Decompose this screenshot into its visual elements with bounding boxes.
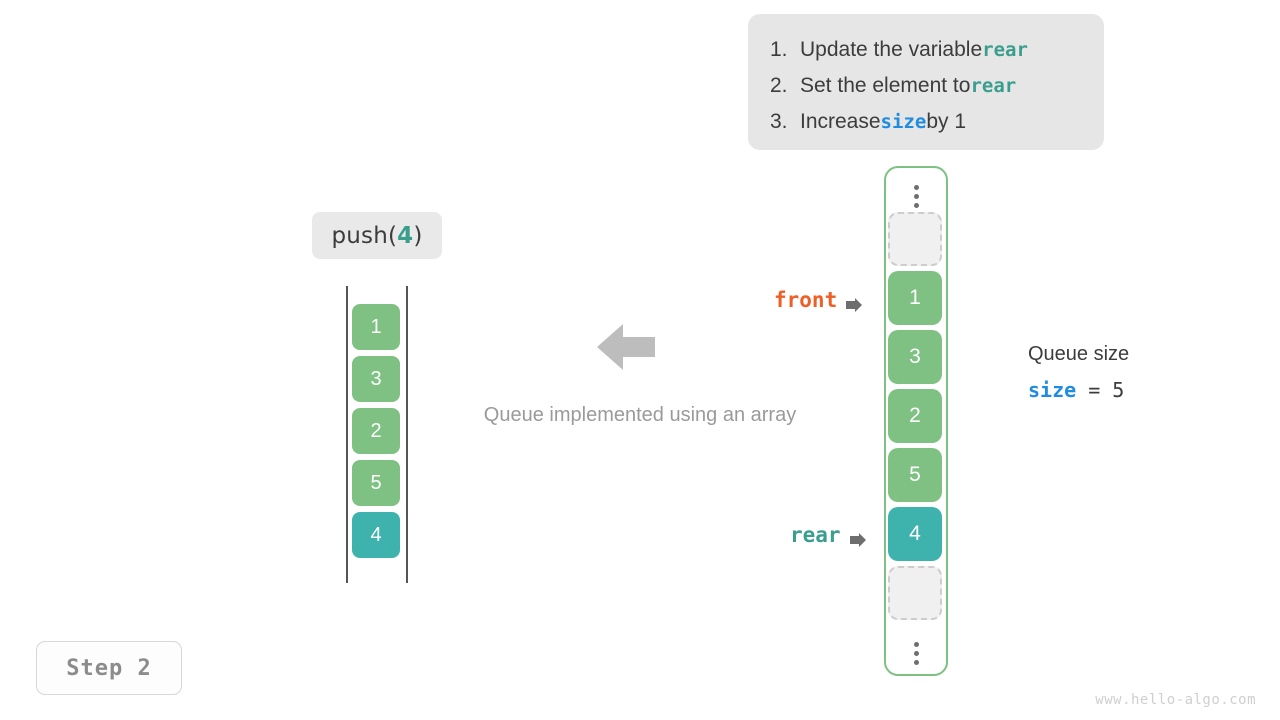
watermark: www.hello-algo.com (1095, 692, 1256, 708)
array-slot: 2 (888, 389, 942, 443)
array-slot: 3 (888, 330, 942, 384)
arrow-right-icon (849, 528, 866, 547)
instruction-text-3: Increase (800, 110, 881, 133)
concrete-array: 1 3 2 5 4 (884, 166, 948, 676)
instruction-suffix-3: by 1 (926, 110, 967, 133)
rear-pointer-label: rear (790, 523, 841, 547)
abstract-cell: 1 (352, 304, 400, 350)
rear-pointer: rear (790, 523, 866, 547)
array-rail-right (406, 286, 408, 583)
operation-argument: 4 (397, 222, 414, 249)
queue-size-expression: size = 5 (1028, 378, 1129, 402)
ellipsis-dot (913, 203, 919, 208)
operation-close-paren: ) (413, 222, 423, 249)
instruction-text-2: Set the element to (800, 74, 971, 97)
abstract-queue-cells: 1 3 2 5 4 (352, 304, 400, 564)
abstract-cell: 3 (352, 356, 400, 402)
diagram-caption: Queue implemented using an array (483, 404, 797, 426)
instruction-number-1: 1. (770, 38, 788, 61)
vertical-ellipsis-icon (886, 642, 946, 665)
array-slot-empty (888, 212, 942, 266)
ellipsis-dot (913, 185, 919, 190)
operation-name: push( (331, 222, 398, 249)
front-pointer-label: front (774, 288, 838, 312)
array-slot-highlighted: 4 (888, 507, 942, 561)
instruction-code-1: rear (982, 39, 1028, 61)
queue-size-title: Queue size (1028, 343, 1130, 365)
step-badge: Step 2 (36, 641, 182, 695)
instruction-item-3: 3. Increase size by 1 (770, 104, 1082, 140)
size-value: 5 (1112, 378, 1125, 402)
front-pointer: front (774, 288, 863, 312)
instruction-code-2: rear (970, 75, 1017, 97)
ellipsis-dot (913, 660, 919, 665)
instruction-number-2: 2. (770, 74, 788, 97)
instruction-number-3: 3. (770, 110, 788, 133)
arrow-right-icon (846, 293, 863, 312)
instruction-text-1: Update the variable (800, 38, 983, 61)
ellipsis-dot (913, 651, 919, 656)
instruction-item-1: 1. Update the variable rear (770, 32, 1082, 68)
abstract-cell: 5 (352, 460, 400, 506)
arrow-left-icon (597, 322, 655, 372)
vertical-ellipsis-icon (886, 185, 946, 208)
operation-label: push(4) (312, 212, 442, 259)
ellipsis-dot (913, 194, 919, 199)
abstract-cell: 2 (352, 408, 400, 454)
queue-size-panel: Queue size size = 5 (1028, 343, 1129, 402)
array-slot-empty (888, 566, 942, 620)
size-variable: size (1028, 378, 1077, 402)
array-slot: 5 (888, 448, 942, 502)
ellipsis-dot (913, 642, 919, 647)
instruction-item-2: 2. Set the element to rear (770, 68, 1082, 104)
array-rail-left (346, 286, 348, 583)
array-slot: 1 (888, 271, 942, 325)
size-operator: = (1076, 378, 1113, 402)
instruction-code-3: size (880, 111, 927, 133)
instruction-panel: 1. Update the variable rear 2. Set the e… (748, 14, 1104, 150)
abstract-cell: 4 (352, 512, 400, 558)
